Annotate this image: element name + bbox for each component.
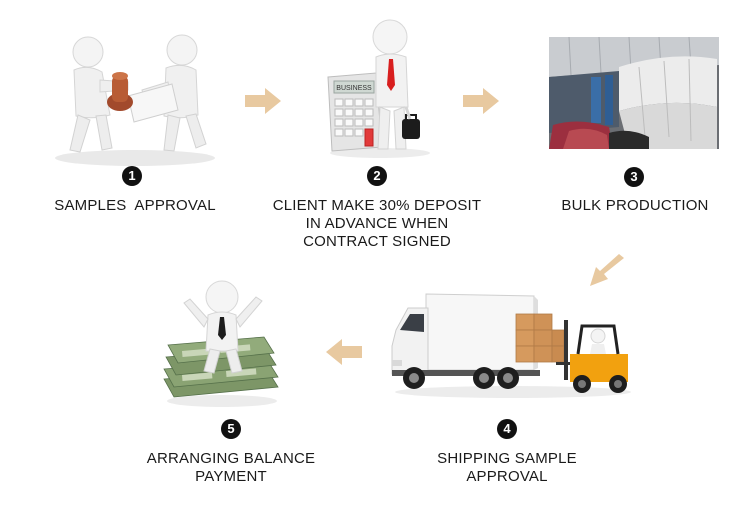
step-4-label-line: SHIPPING SAMPLE xyxy=(410,450,604,468)
step-3-label-line: BULK PRODUCTION xyxy=(540,197,730,215)
step-5-label-line: PAYMENT xyxy=(120,468,342,486)
calculator-screen-text: BUSINESS xyxy=(336,85,372,92)
samples-approval-illustration xyxy=(40,20,230,170)
arrow-right-icon xyxy=(461,86,501,116)
step-1-badge: 1 xyxy=(122,166,142,186)
shipping-illustration xyxy=(388,290,638,400)
step-5-label: ARRANGING BALANCE PAYMENT xyxy=(120,450,342,486)
step-5-badge: 5 xyxy=(221,419,241,439)
arrow-right-icon xyxy=(243,86,283,116)
step-4-label: SHIPPING SAMPLE APPROVAL xyxy=(410,450,604,486)
step-3-label: BULK PRODUCTION xyxy=(540,197,730,215)
step-2-label-line: CLIENT MAKE 30% DEPOSIT xyxy=(252,197,502,215)
step-1-label-line: SAMPLES APPROVAL xyxy=(20,197,250,215)
deposit-illustration: BUSINESS xyxy=(320,15,440,160)
step-3-badge: 3 xyxy=(624,167,644,187)
balance-payment-illustration xyxy=(160,275,285,410)
step-2-label-line: IN ADVANCE WHEN xyxy=(252,215,502,233)
step-5-label-line: ARRANGING BALANCE xyxy=(120,450,342,468)
step-2-badge: 2 xyxy=(367,166,387,186)
step-2-label: CLIENT MAKE 30% DEPOSIT IN ADVANCE WHEN … xyxy=(252,197,502,251)
arrow-down-left-icon xyxy=(588,254,626,288)
step-4-label-line: APPROVAL xyxy=(410,468,604,486)
step-4-badge: 4 xyxy=(497,419,517,439)
step-2-label-line: CONTRACT SIGNED xyxy=(252,233,502,251)
arrow-left-icon xyxy=(324,337,364,367)
bulk-production-illustration xyxy=(549,37,719,149)
step-1-label: SAMPLES APPROVAL xyxy=(20,197,250,215)
